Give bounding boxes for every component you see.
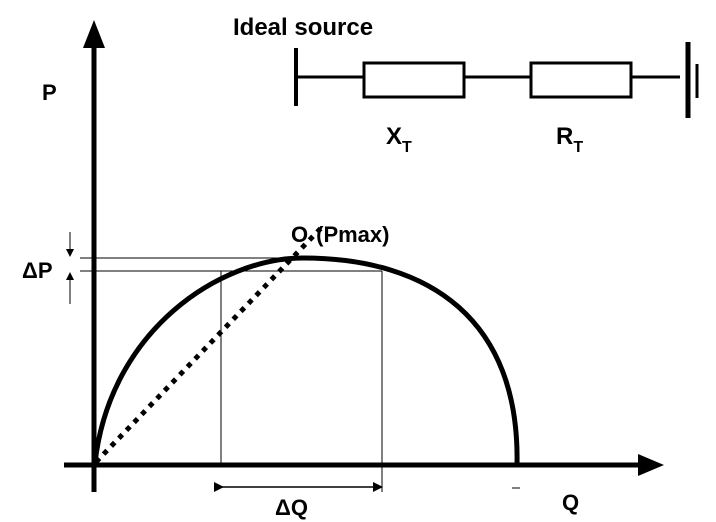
reactance-subscript: T bbox=[402, 139, 412, 156]
point-o-name: O bbox=[291, 222, 308, 247]
diagonal-dotted-line bbox=[94, 225, 324, 464]
y-axis-label: P bbox=[42, 80, 57, 105]
reactance-symbol: X bbox=[386, 123, 402, 150]
reactance-box bbox=[362, 61, 466, 99]
x-axis-arrowhead bbox=[638, 454, 664, 476]
x-axis-label: Q bbox=[562, 490, 579, 515]
delta-q-label: ΔQ bbox=[275, 495, 308, 520]
pmax-annotation: (Pmax) bbox=[316, 222, 389, 247]
point-o-label: O (Pmax) bbox=[291, 222, 389, 247]
delta-p-label: ΔP bbox=[22, 258, 53, 283]
resistance-box bbox=[529, 61, 633, 99]
resistance-subscript: T bbox=[573, 139, 583, 156]
pq-curve bbox=[92, 255, 520, 466]
ideal-source-label: Ideal source bbox=[233, 14, 373, 41]
circuit-schematic bbox=[294, 42, 699, 118]
reactance-label: XT bbox=[386, 123, 412, 156]
resistance-symbol: R bbox=[556, 123, 573, 150]
resistance-label: RT bbox=[556, 123, 583, 156]
y-axis-arrowhead bbox=[83, 20, 105, 48]
